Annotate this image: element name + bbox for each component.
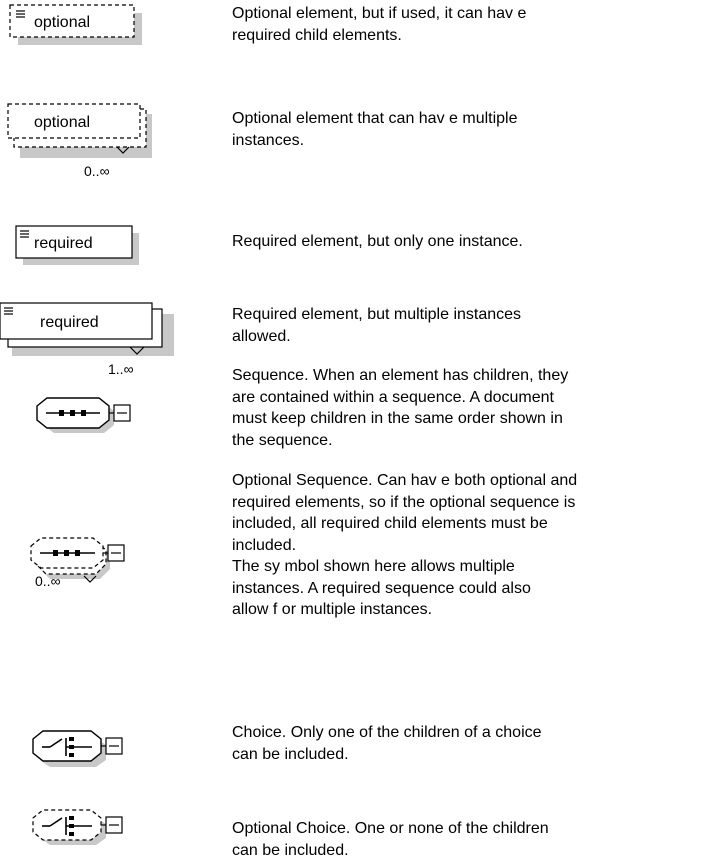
element-box <box>7 103 141 139</box>
optional-multiple-element-symbol: optional 0..∞ <box>7 103 152 179</box>
element-box <box>15 225 133 259</box>
description-optional-element: Optional element, but if used, it can ha… <box>232 5 527 44</box>
required-multiple-element-symbol: required 1..∞ <box>0 302 174 377</box>
element-box <box>9 4 135 38</box>
element-label: optional <box>34 114 90 131</box>
sequence-dots-icon <box>53 550 80 556</box>
element-label: required <box>34 235 93 252</box>
multiplicity-tick-icon <box>116 146 130 154</box>
content-lines-icon <box>16 10 25 18</box>
description-optional-multiple: Optional element that can hav e multiple… <box>232 110 518 149</box>
description-optional-sequence: Optional Sequence. Can hav e both option… <box>232 472 578 618</box>
element-label: optional <box>34 14 90 31</box>
multiplicity-label: 0..∞ <box>35 573 61 589</box>
sequence-dots-icon <box>59 410 86 416</box>
description-choice: Choice. Only one of the children of a ch… <box>232 724 542 763</box>
element-box <box>0 302 153 340</box>
content-lines-icon <box>20 230 29 238</box>
description-required-multiple: Required element, but multiple instances… <box>232 306 522 345</box>
required-element-symbol: required <box>15 225 139 265</box>
element-label: required <box>40 314 99 331</box>
description-sequence: Sequence. When an element has children, … <box>232 367 569 449</box>
multiplicity-tick-icon <box>83 575 97 583</box>
multiplicity-label: 1..∞ <box>108 361 134 377</box>
optional-element-symbol: optional <box>9 4 142 45</box>
choice-octagon <box>32 809 102 841</box>
description-optional-choice: Optional Choice. One or none of the chil… <box>232 820 549 859</box>
content-lines-icon <box>4 307 13 315</box>
optional-choice-symbol <box>32 809 123 845</box>
multiplicity-label: 0..∞ <box>84 163 110 179</box>
multiplicity-tick-icon <box>129 346 145 355</box>
sequence-symbol <box>36 397 131 433</box>
choice-symbol <box>32 730 123 767</box>
optional-sequence-symbol: 0..∞ <box>30 537 125 589</box>
description-required-element: Required element, but only one instance. <box>232 233 523 250</box>
choice-octagon <box>32 730 102 762</box>
